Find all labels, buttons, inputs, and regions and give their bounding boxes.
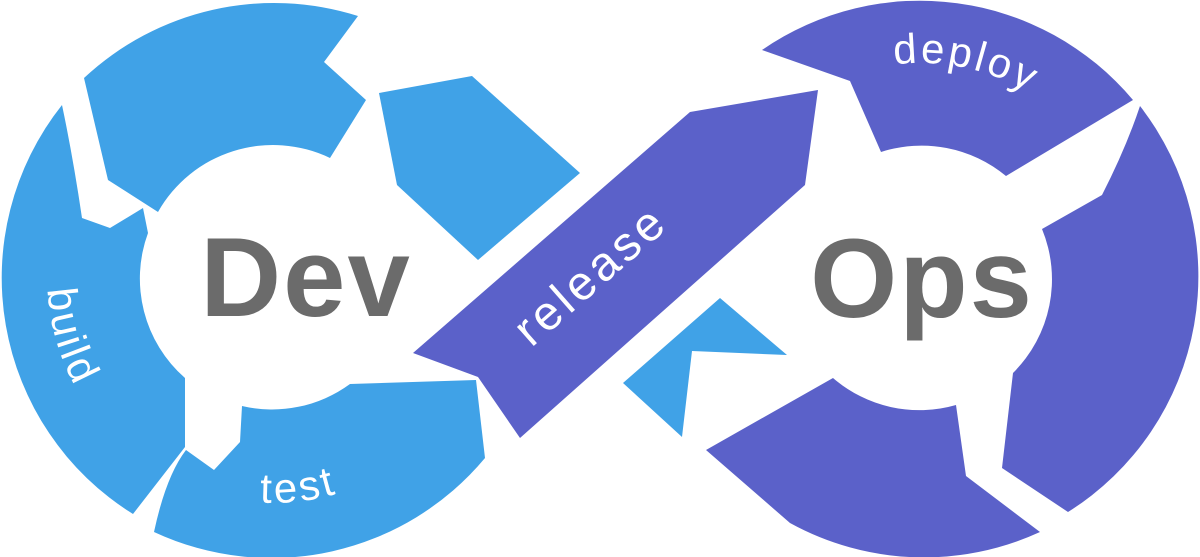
ops-right-arc bbox=[1002, 106, 1199, 512]
ops-bottom-arc bbox=[706, 378, 1040, 557]
dev-title: Dev bbox=[200, 215, 411, 340]
release-ribbon bbox=[413, 90, 818, 438]
ops-deploy-arc bbox=[762, 0, 1133, 176]
dev-test-arc bbox=[154, 380, 485, 557]
dev-top-arc bbox=[84, 2, 366, 212]
ops-title: Ops bbox=[810, 216, 1034, 341]
dev-build-arc bbox=[1, 105, 186, 514]
dev-crossing-arrowhead bbox=[379, 76, 580, 260]
dev-return-chevron-icon bbox=[623, 298, 787, 437]
test-label-text: test bbox=[260, 457, 341, 513]
test-label: test bbox=[260, 457, 338, 513]
